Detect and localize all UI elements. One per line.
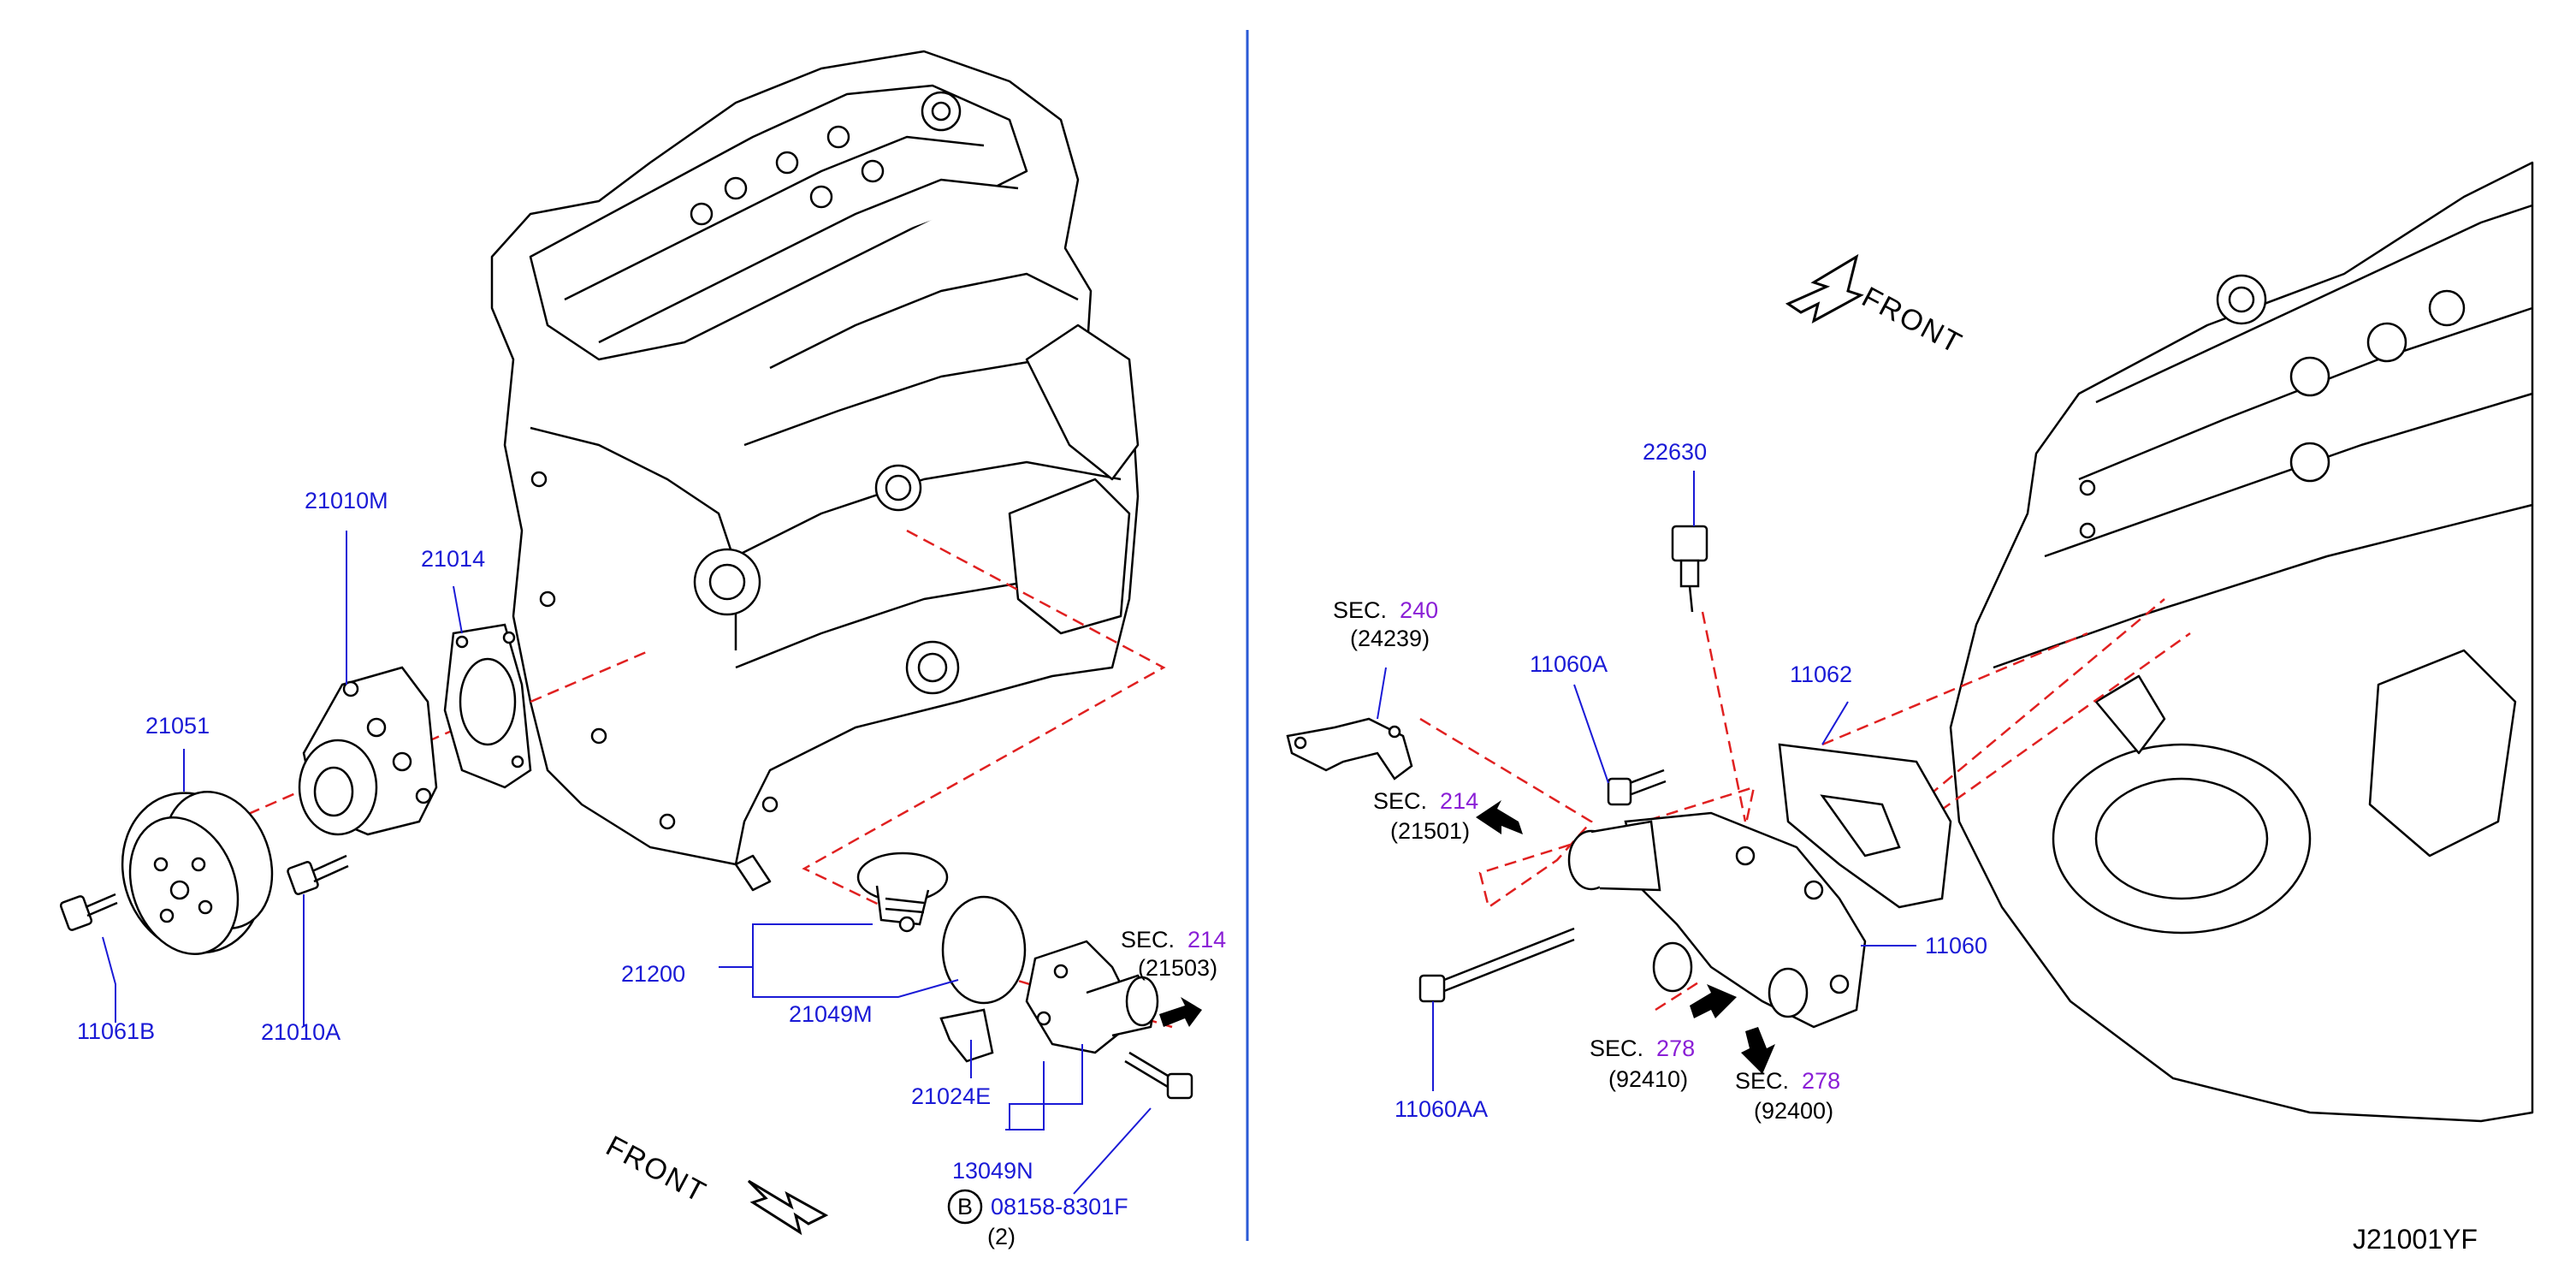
part-21049m-label: 21049M — [789, 1001, 873, 1027]
part-11062-label: 11062 — [1790, 662, 1853, 687]
bolt-11061b-drawing — [59, 893, 118, 931]
part-11061b-label: 11061B — [77, 1018, 156, 1044]
bolt-11060a-drawing — [1607, 769, 1667, 806]
arrow-sec-214-right — [1476, 800, 1523, 834]
bolt-b-drawing — [1124, 1051, 1193, 1100]
sec-240-label: SEC. 240 — [1333, 597, 1439, 623]
bracket-drawing — [1286, 717, 1413, 780]
part-21200-label: 21200 — [621, 961, 686, 987]
pulley-drawing — [121, 791, 274, 955]
water-outlet-drawing — [1025, 940, 1159, 1054]
sensor-drawing — [1671, 525, 1708, 613]
part-21014-label: 21014 — [421, 546, 486, 572]
bolt-b-circle-letter: B — [956, 1194, 973, 1220]
sec-278a-ref: (92410) — [1608, 1066, 1689, 1092]
right-engine-block-drawing — [1949, 161, 2534, 1123]
sec-214-right-ref: (21501) — [1390, 818, 1471, 844]
thermostat-drawing — [856, 852, 949, 933]
bolt-21010a-drawing — [287, 854, 349, 895]
arrow-sec-278-a — [1690, 984, 1737, 1018]
bolt-b-qty: (2) — [987, 1224, 1016, 1249]
sec-214-left-ref: (21503) — [1138, 955, 1218, 981]
water-pump-drawing — [298, 666, 438, 836]
bolt-b-circle-marker — [947, 1189, 983, 1225]
sec-278a-label: SEC. 278 — [1590, 1036, 1696, 1061]
clip-drawing — [939, 1008, 994, 1063]
part-13049n-label: 13049N — [952, 1158, 1033, 1184]
part-22630-label: 22630 — [1643, 439, 1708, 465]
left-engine-block-drawing — [490, 50, 1140, 892]
sec-240-ref: (24239) — [1350, 626, 1430, 651]
front-arrow-right — [1785, 253, 1864, 323]
arrow-sec-214-left — [1159, 997, 1202, 1027]
sec-278b-ref: (92400) — [1754, 1098, 1834, 1124]
gasket-11062-drawing — [1778, 743, 1952, 909]
part-21010m-label: 21010M — [305, 488, 388, 513]
diagram-id: J21001YF — [2353, 1224, 2478, 1255]
part-11060-label: 11060 — [1925, 933, 1988, 958]
sec-278b-label: SEC. 278 — [1735, 1068, 1841, 1094]
sec-214-left-label: SEC. 214 — [1121, 927, 1227, 952]
part-08158-8301f-label: 08158-8301F — [991, 1194, 1128, 1220]
part-21024e-label: 21024E — [911, 1083, 992, 1109]
sec-214-right-label: SEC. 214 — [1373, 788, 1479, 814]
gasket-21014-drawing — [443, 623, 532, 789]
part-21051-label: 21051 — [145, 713, 210, 739]
part-21010a-label: 21010A — [261, 1019, 341, 1045]
right-leader-lines — [1377, 471, 1916, 1091]
part-11060aa-label: 11060AA — [1395, 1096, 1489, 1122]
front-arrow-left — [747, 1179, 829, 1236]
left-leader-lines — [102, 531, 1152, 1195]
bolt-11060aa-drawing — [1418, 927, 1575, 1003]
water-housing-drawing — [1567, 811, 1867, 1029]
part-11060a-label: 11060A — [1530, 651, 1608, 677]
o-ring-drawing — [941, 895, 1027, 1005]
arrow-sec-278-b — [1741, 1027, 1775, 1074]
